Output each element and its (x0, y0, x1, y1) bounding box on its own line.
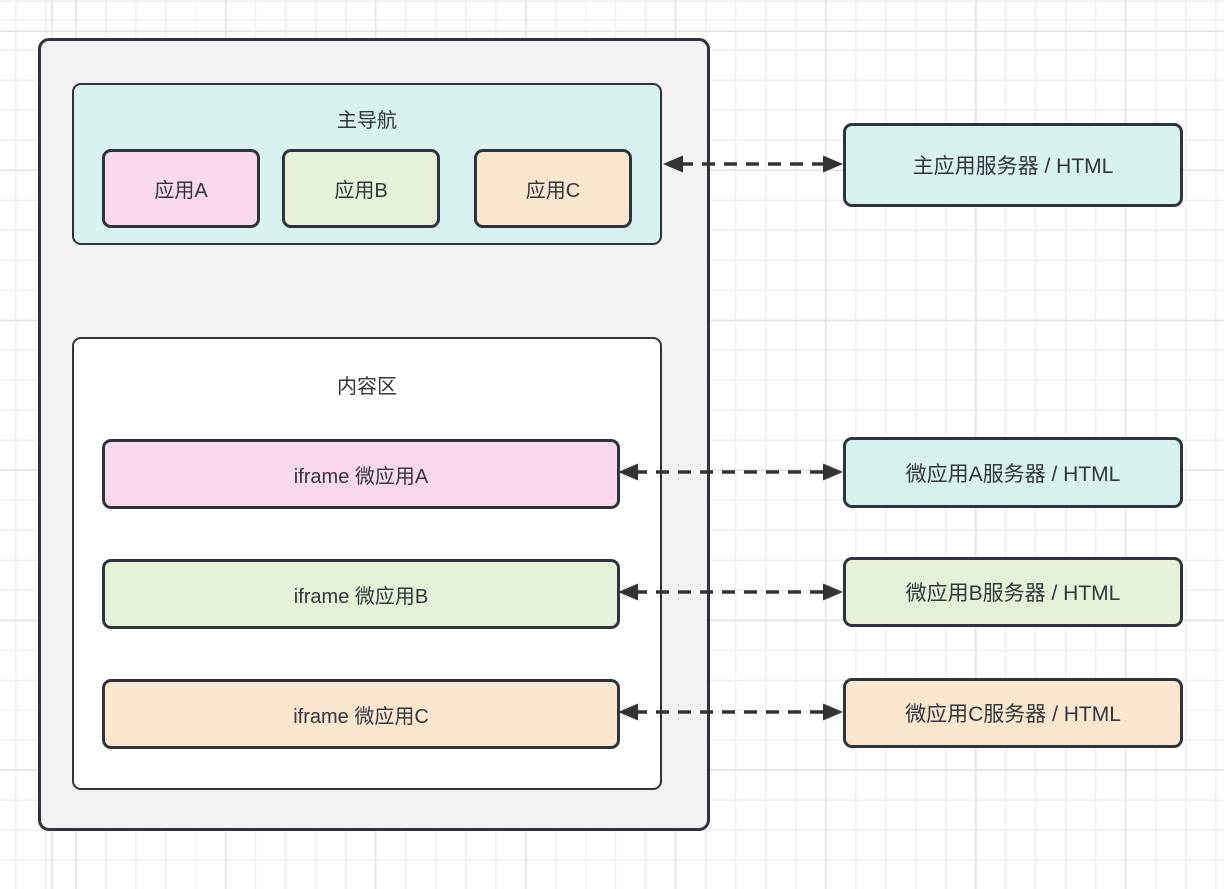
iframe-micro-app-b-label: iframe 微应用B (293, 585, 429, 608)
nav-app-a-label: 应用A (154, 180, 208, 202)
nav-app-c-button: 应用C (474, 149, 632, 228)
micro-app-c-server-box: 微应用C服务器 / HTML (843, 678, 1183, 748)
arrowhead-right-icon (823, 463, 843, 481)
nav-app-b-label: 应用B (334, 180, 388, 202)
main-app-server-label: 主应用服务器 / HTML (912, 155, 1114, 178)
iframe-micro-app-b: iframe 微应用B (102, 559, 620, 629)
arrowhead-right-icon (823, 155, 843, 173)
main-nav-panel: 主导航 应用A 应用B 应用C (72, 83, 662, 245)
arrowhead-right-icon (823, 703, 843, 721)
micro-app-b-server-box: 微应用B服务器 / HTML (843, 557, 1183, 627)
nav-app-b-button: 应用B (282, 149, 440, 228)
micro-app-c-server-label: 微应用C服务器 / HTML (905, 703, 1121, 726)
iframe-micro-app-a-label: iframe 微应用A (293, 465, 429, 488)
nav-app-c-label: 应用C (525, 180, 581, 202)
iframe-micro-app-a: iframe 微应用A (102, 439, 620, 509)
micro-app-b-server-label: 微应用B服务器 / HTML (905, 582, 1121, 605)
iframe-micro-app-c: iframe 微应用C (102, 679, 620, 749)
main-app-server-box: 主应用服务器 / HTML (843, 123, 1183, 207)
nav-app-a-button: 应用A (102, 149, 260, 228)
micro-app-a-server-label: 微应用A服务器 / HTML (905, 462, 1121, 486)
main-nav-title: 主导航 (337, 110, 397, 132)
micro-app-a-server-box: 微应用A服务器 / HTML (843, 437, 1183, 508)
content-area-panel: 内容区 iframe 微应用A iframe 微应用B iframe 微应用C (72, 337, 662, 790)
content-area-title: 内容区 (337, 376, 397, 398)
iframe-micro-app-c-label: iframe 微应用C (293, 705, 429, 728)
arrowhead-right-icon (823, 583, 843, 601)
